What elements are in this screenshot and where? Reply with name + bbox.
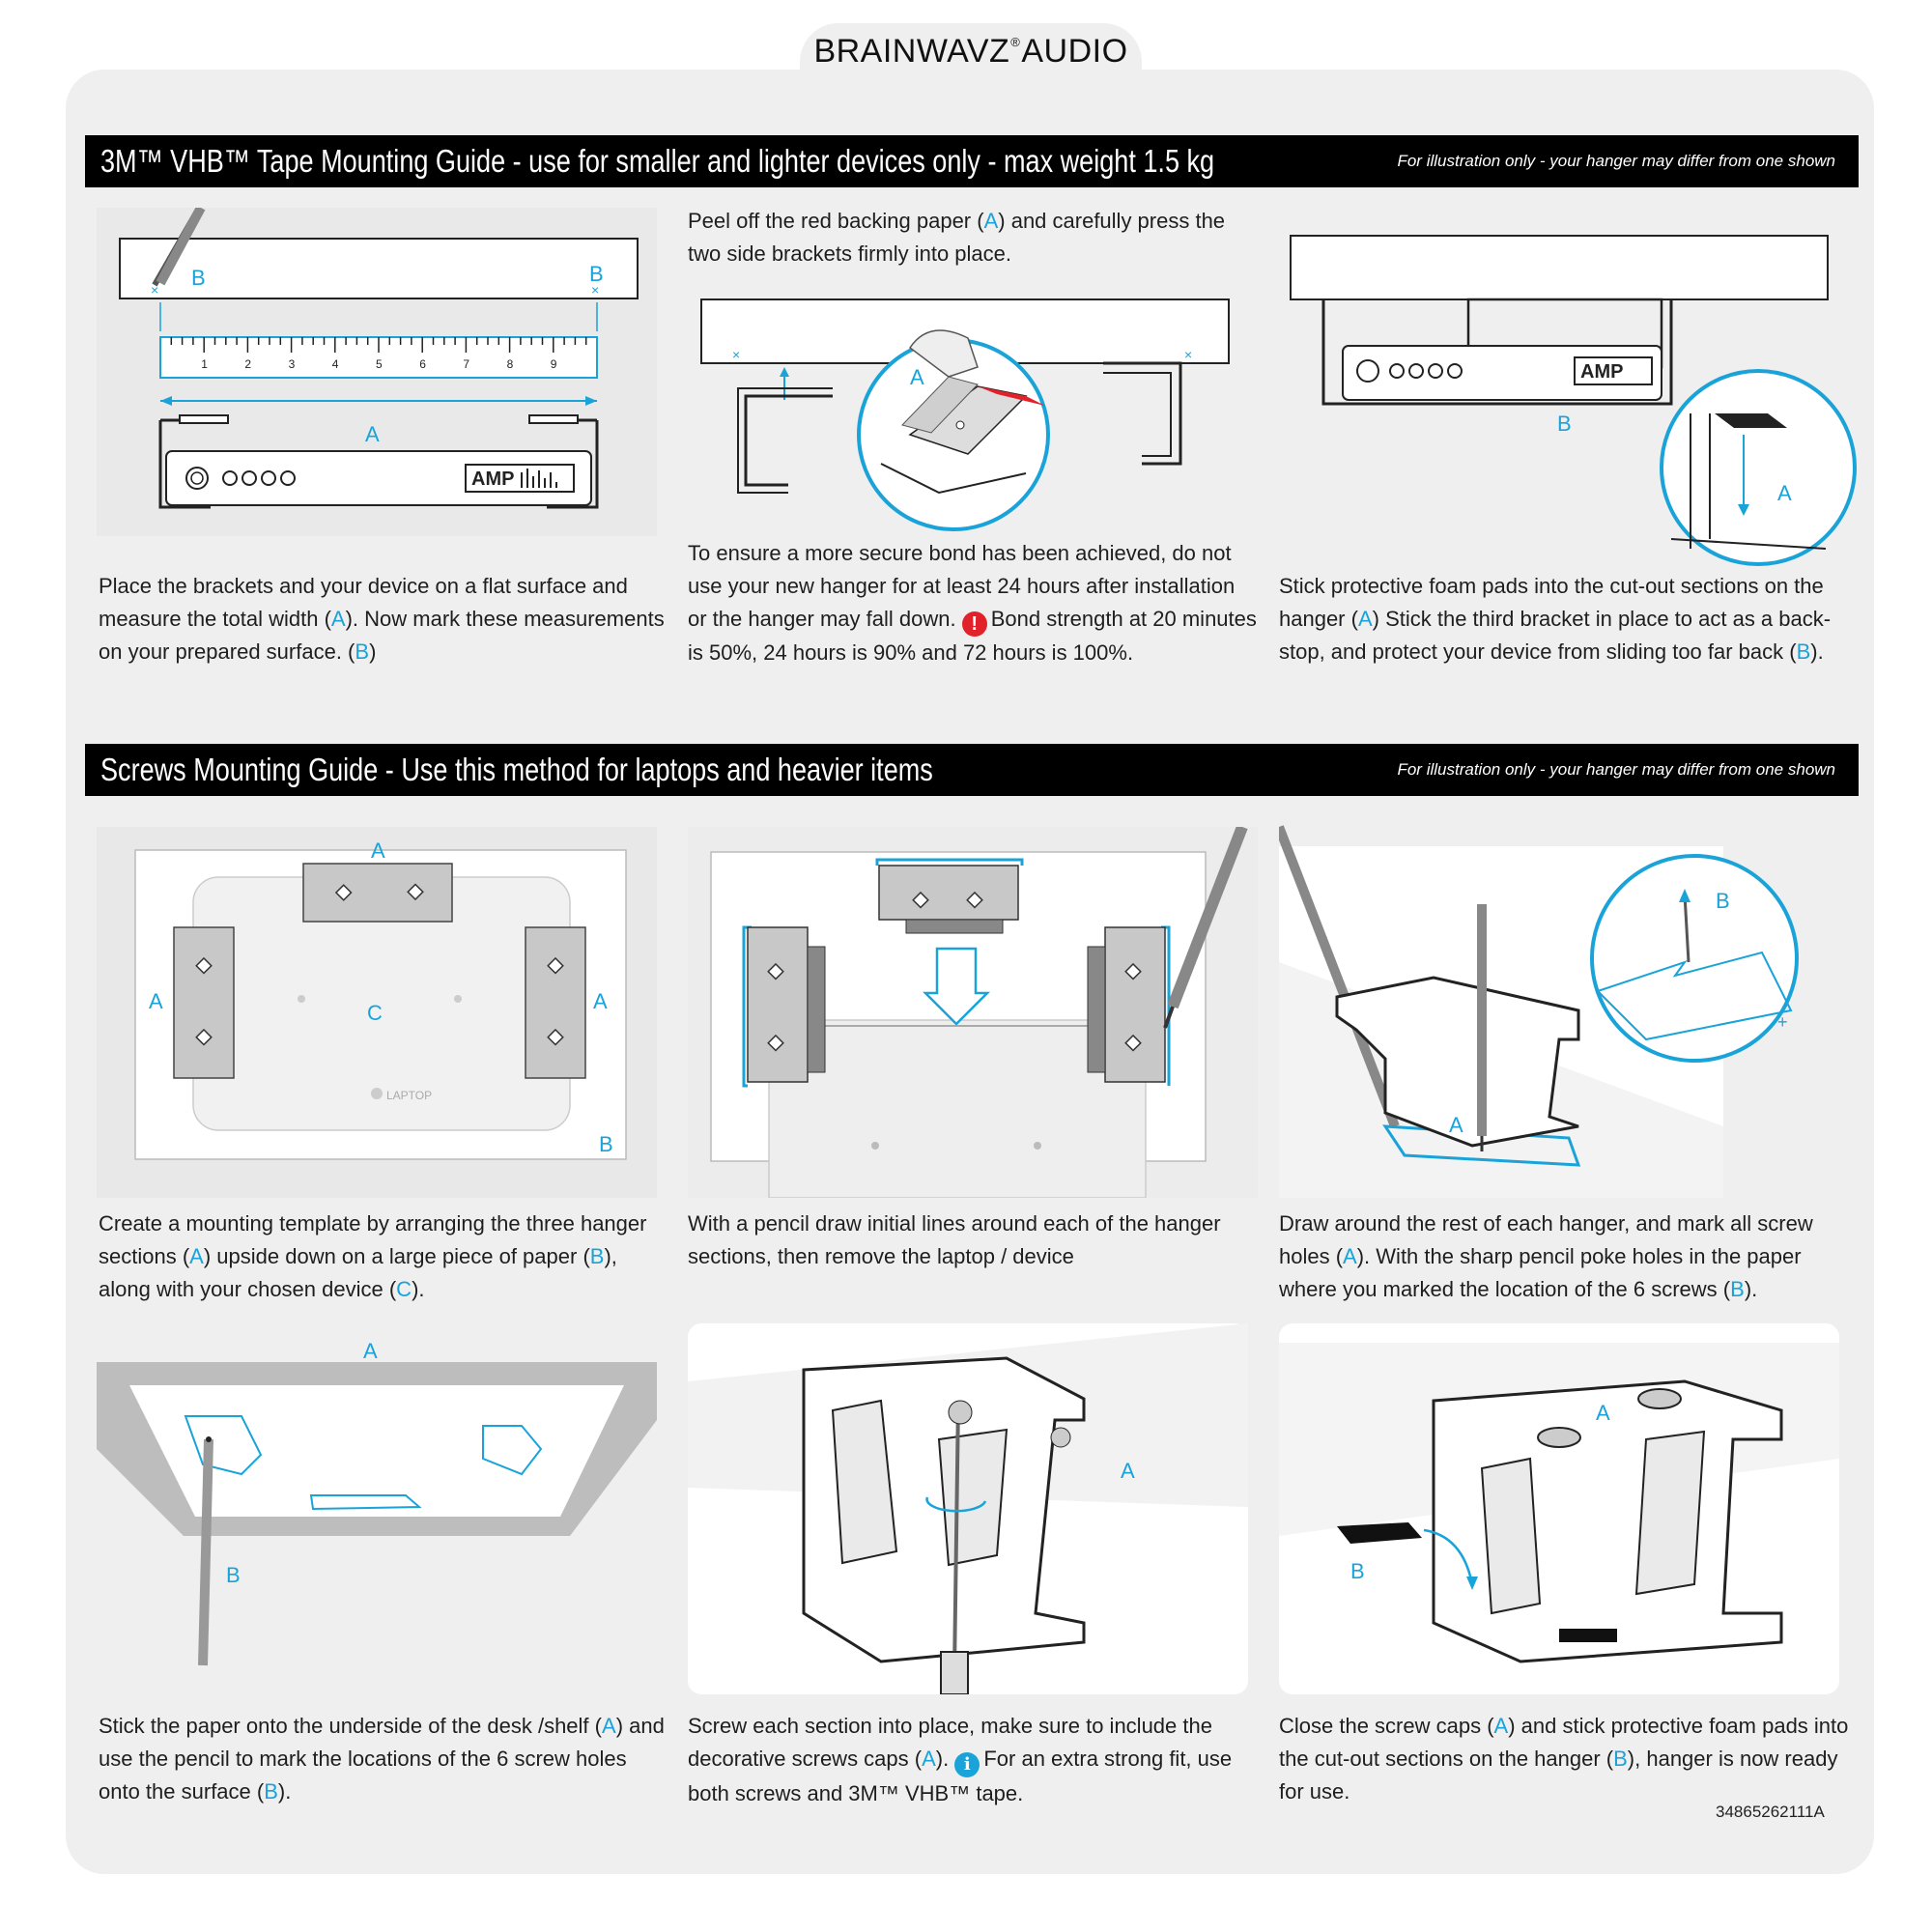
label-a: A [363, 1339, 378, 1363]
label-b: B [1557, 412, 1572, 436]
label-b: B [1350, 1559, 1365, 1583]
warning-icon: ! [961, 611, 987, 637]
illus-foam-pads: AMP B A [1290, 235, 1857, 566]
label-b: B [599, 1132, 613, 1156]
ruler-tick-label: 8 [507, 357, 514, 371]
illus-close-caps: A B [1279, 1323, 1839, 1694]
ruler-tick-label: 5 [376, 357, 383, 371]
illus-screw-sections: A [688, 1323, 1248, 1694]
svg-text:×: × [151, 282, 158, 298]
illus-press-brackets: × × A [700, 298, 1230, 531]
step-caption: With a pencil draw initial lines around … [688, 1211, 1221, 1268]
label-b: B [1716, 889, 1730, 913]
step-caption: Draw around the rest of each hanger, and… [1279, 1211, 1813, 1301]
label-b: B [226, 1563, 241, 1587]
svg-text:×: × [1184, 347, 1192, 362]
label-b: B [589, 262, 604, 286]
label-a: A [593, 989, 608, 1013]
label-a: A [910, 365, 924, 389]
section-title: 3M™ VHB™ Tape Mounting Guide - use for s… [100, 143, 1215, 179]
section-title: Screws Mounting Guide - Use this method … [100, 752, 933, 787]
label-a: A [1777, 481, 1792, 505]
step-caption: Stick the paper onto the underside of th… [99, 1714, 665, 1804]
label-a: A [149, 989, 163, 1013]
illustration-note: For illustration only - your hanger may … [1397, 760, 1835, 779]
illus-measure-width: × × B B 1 2 3 4 5 6 7 8 9 A AMP [97, 208, 657, 536]
svg-text:×: × [732, 347, 740, 362]
step-caption: To ensure a more secure bond has been ac… [688, 541, 1257, 665]
ruler-tick-label: 3 [289, 357, 296, 371]
label-a: A [1121, 1459, 1135, 1483]
illustration-note: For illustration only - your hanger may … [1397, 152, 1835, 170]
illus-template-layout: LAPTOP A A A C B [97, 827, 657, 1198]
label-a: A [371, 838, 385, 863]
label-a: A [1449, 1113, 1463, 1137]
label-c: C [367, 1001, 383, 1025]
step-caption: Screw each section into place, make sure… [688, 1714, 1233, 1805]
label-a: A [1596, 1401, 1610, 1425]
step-caption: Peel off the red backing paper (A) and c… [688, 209, 1226, 266]
step-caption: Create a mounting template by arranging … [99, 1211, 647, 1301]
info-icon: i [954, 1752, 980, 1777]
ruler-tick-label: 6 [419, 357, 426, 371]
ruler-tick-label: 7 [463, 357, 469, 371]
document-code: 34865262111A [1716, 1803, 1825, 1821]
device-display: AMP [1580, 361, 1623, 383]
illus-mark-screws: + B A [1279, 825, 1799, 1198]
section-header-screws: Screws Mounting Guide - Use this method … [85, 744, 1859, 796]
svg-text:+: + [1777, 1012, 1788, 1032]
ruler-tick-label: 4 [332, 357, 339, 371]
ruler-tick-label: 1 [201, 357, 208, 371]
device-display: AMP [471, 469, 514, 490]
device-label: LAPTOP [386, 1089, 432, 1102]
label-a: A [365, 422, 380, 446]
illus-trace-hangers [688, 827, 1258, 1198]
svg-text:×: × [591, 282, 599, 298]
brand-logo: BRAINWAVZ®AUDIO [813, 33, 1128, 70]
ruler-tick-label: 9 [551, 357, 557, 371]
step-caption: Stick protective foam pads into the cut-… [1279, 574, 1832, 664]
step-caption: Place the brackets and your device on a … [99, 574, 665, 664]
ruler-tick-label: 2 [244, 357, 251, 371]
label-b: B [191, 266, 206, 290]
step-caption: Close the screw caps (A) and stick prote… [1279, 1714, 1849, 1804]
section-header-tape: 3M™ VHB™ Tape Mounting Guide - use for s… [85, 135, 1859, 187]
logo-tab [800, 23, 1142, 100]
illus-stick-paper: A B [97, 1333, 657, 1694]
